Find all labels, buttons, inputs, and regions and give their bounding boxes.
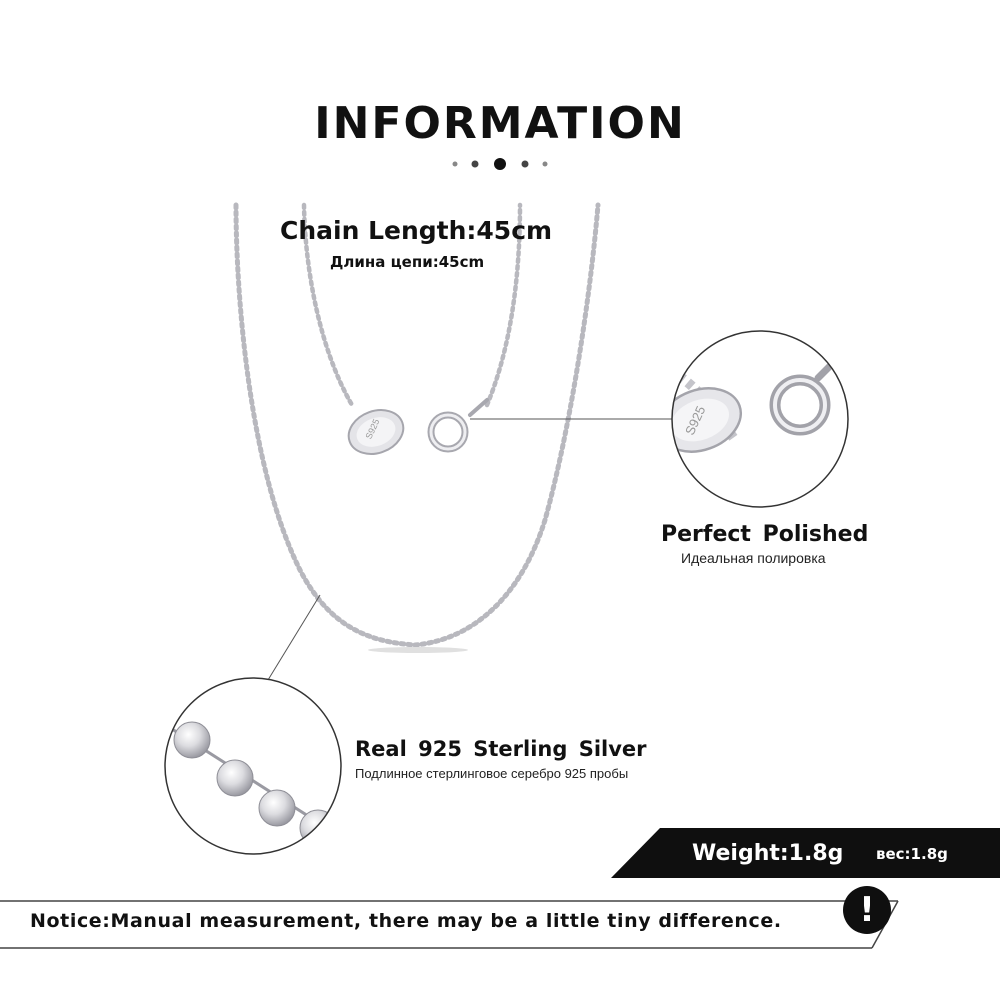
weight-label-ru: вес:1.8g	[876, 845, 948, 863]
chain-shadow	[368, 647, 468, 653]
chain-length-label: Chain Length:45cm	[280, 216, 553, 245]
clasp-tag	[347, 409, 405, 455]
bead-zoom-circle	[164, 677, 342, 855]
carousel-dots	[452, 158, 548, 170]
clasp-zoom-circle	[671, 330, 849, 508]
weight-label: Weight:1.8g	[692, 841, 844, 866]
weight-banner	[611, 828, 1000, 878]
outer-chain	[233, 202, 601, 648]
clasp-ring	[427, 398, 489, 453]
page-title: INFORMATION	[314, 98, 686, 149]
clasp-title: Perfect Polished	[661, 522, 869, 547]
material-subtitle-ru: Подлинное стерлинговое серебро 925 пробы	[355, 766, 629, 781]
chain-leader-line	[267, 594, 321, 681]
material-title: Real 925 Sterling Silver	[355, 737, 647, 761]
inner-chain	[301, 202, 523, 408]
clasp-subtitle-ru: Идеальная полировка	[681, 550, 826, 566]
chain-length-label-ru: Длина цепи:45cm	[330, 253, 485, 271]
notice-text: Notice:Manual measurement, there may be …	[30, 910, 782, 932]
exclamation-icon: !	[843, 886, 891, 934]
